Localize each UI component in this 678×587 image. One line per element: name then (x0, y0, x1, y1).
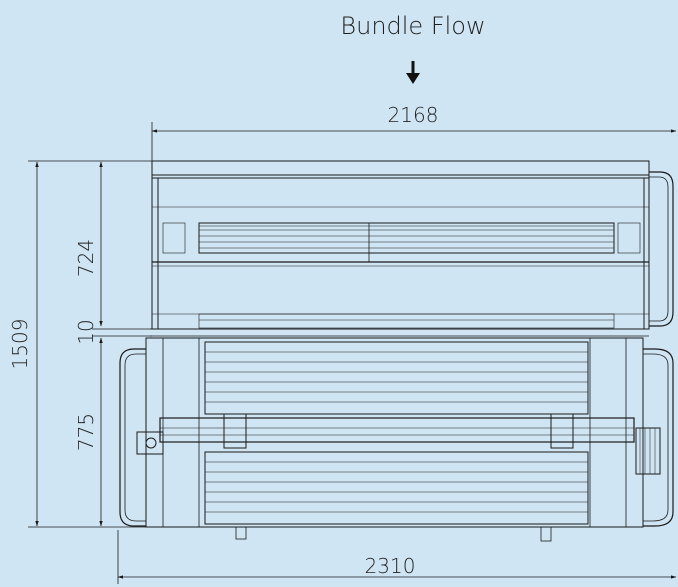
bundle-flow-title: Bundle Flow (340, 12, 485, 40)
gap-strip (150, 328, 649, 337)
dimension-lower-height: 775 (74, 337, 103, 527)
dimension-total-height: 1509 (8, 160, 152, 528)
dim-label-lower-height: 775 (74, 413, 98, 451)
dimension-top-width: 2168 (151, 103, 677, 165)
dim-label-total-height: 1509 (8, 319, 32, 370)
dimension-gap: 10 (74, 319, 152, 345)
down-arrow-icon (406, 61, 420, 84)
dim-label-bottom-width: 2310 (365, 554, 416, 578)
dimension-bottom-width: 2310 (117, 530, 677, 584)
dimension-upper-height: 724 (74, 161, 103, 327)
dim-label-top-width: 2168 (388, 103, 439, 127)
dim-label-gap: 10 (74, 319, 98, 344)
lower-conveyor-unit (119, 337, 674, 542)
dim-label-upper-height: 724 (74, 239, 98, 277)
upper-conveyor-unit (151, 160, 674, 330)
